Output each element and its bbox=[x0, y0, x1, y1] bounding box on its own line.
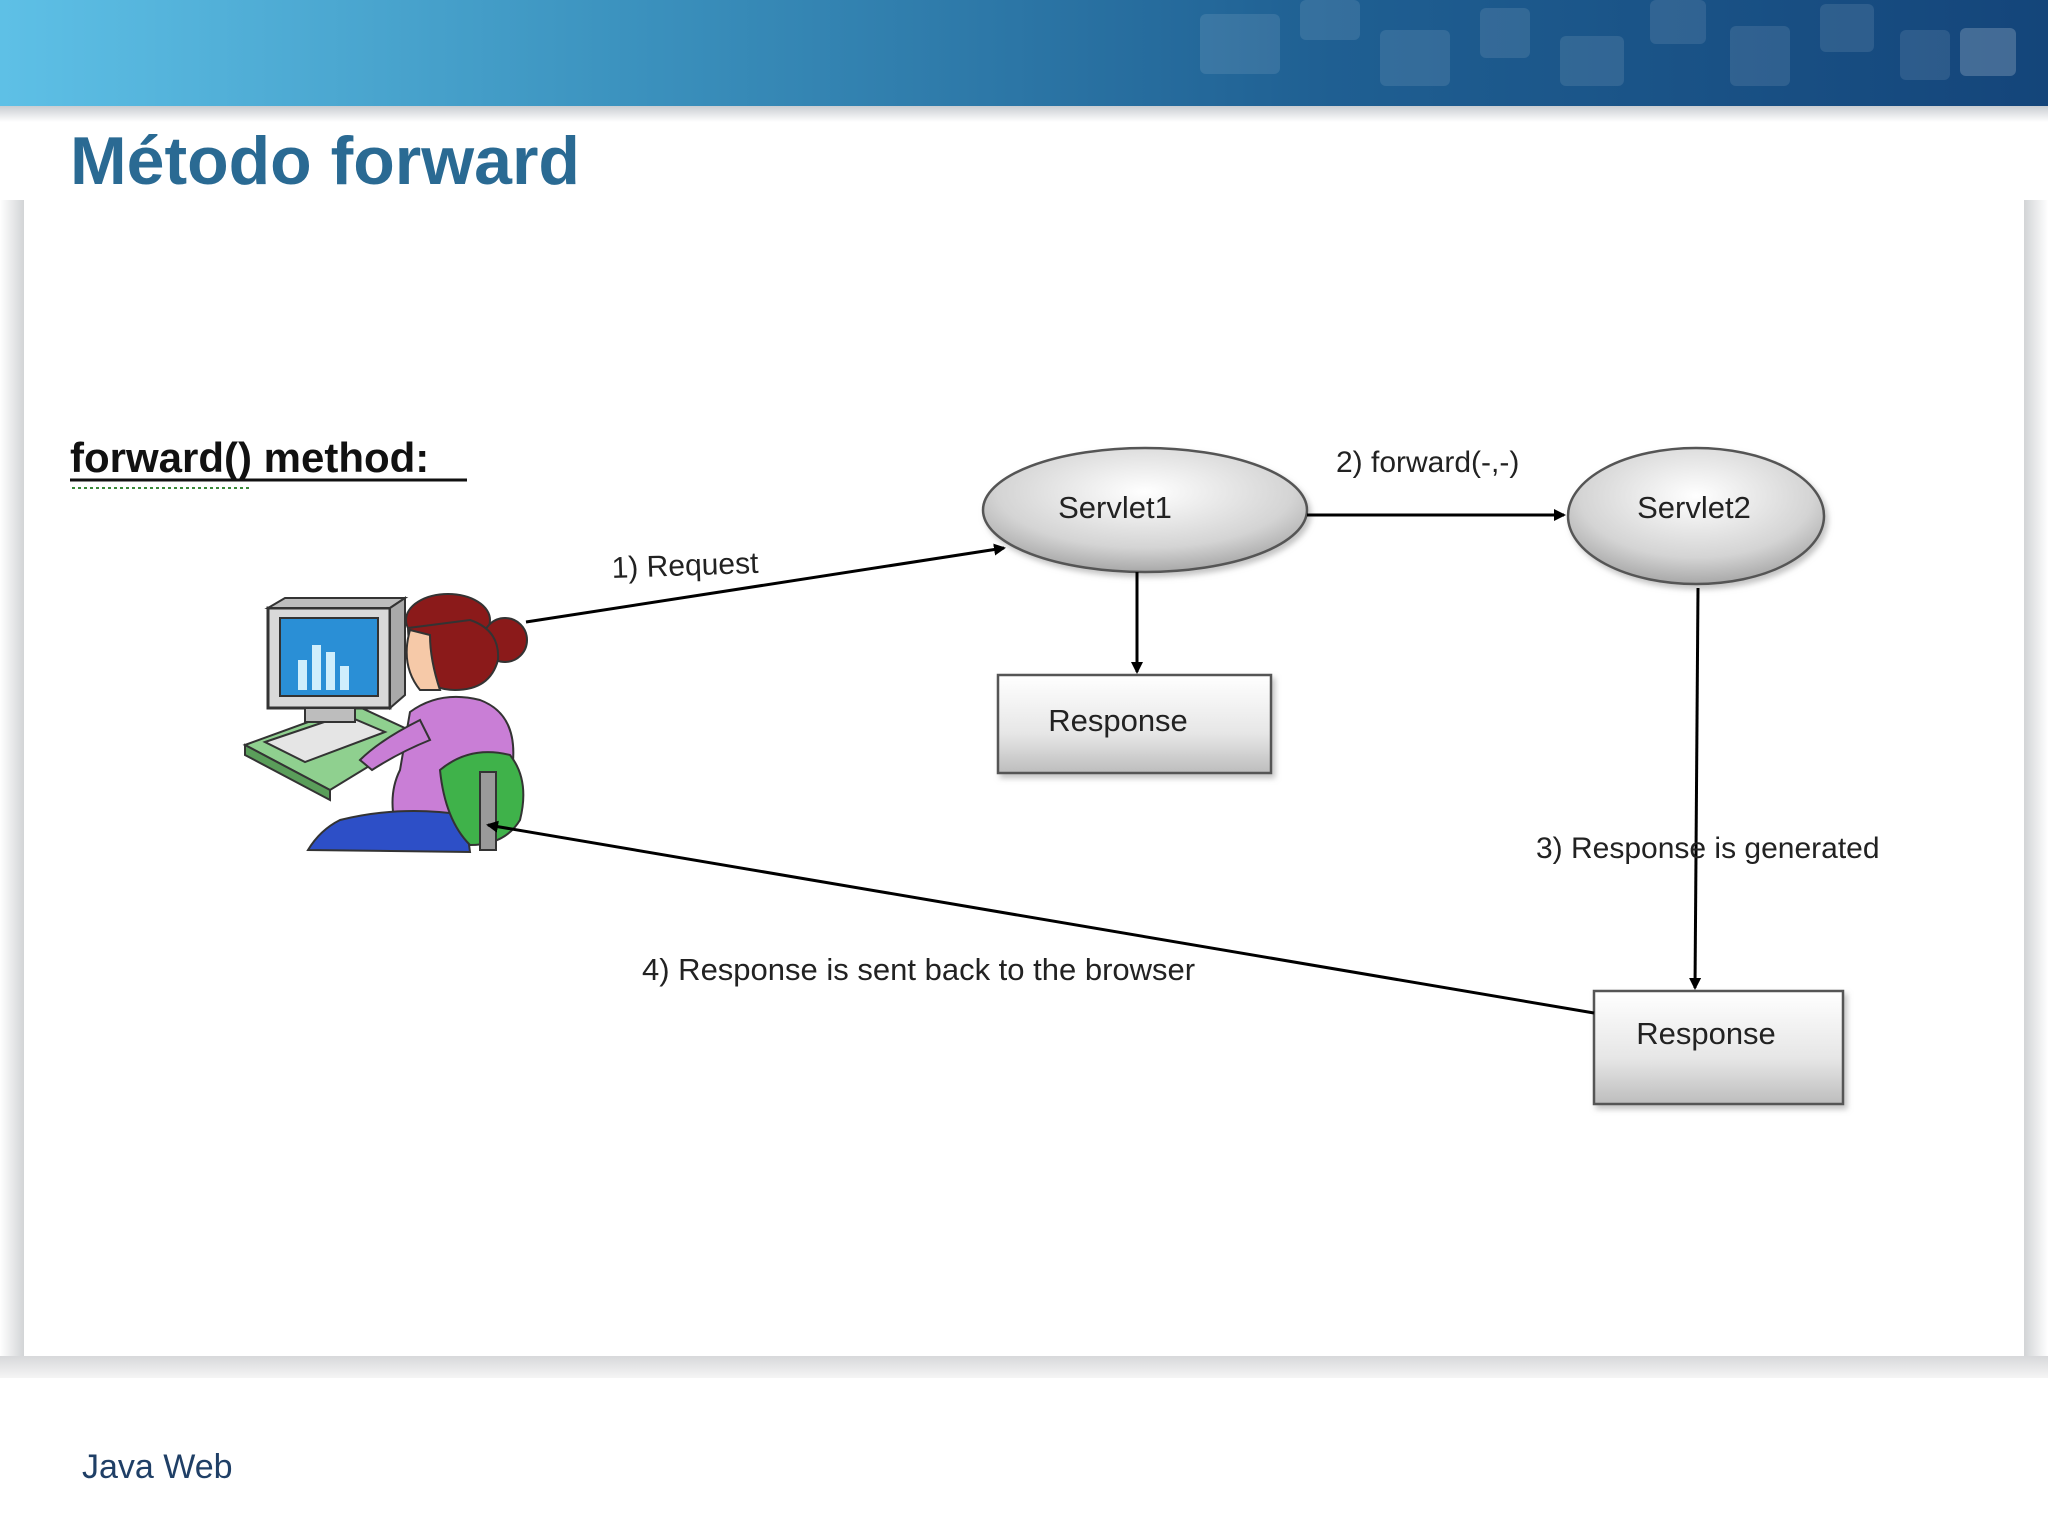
servlet1-node bbox=[981, 446, 1309, 574]
forward-label: 2) forward(-,-) bbox=[1336, 446, 1519, 479]
generated-arrow bbox=[1689, 587, 1702, 990]
servlet2-node bbox=[1566, 446, 1826, 586]
frame-bottom bbox=[0, 1356, 2048, 1378]
servlet2-label: Servlet2 bbox=[1637, 490, 1751, 525]
diagram-heading: forward() method: bbox=[70, 434, 429, 481]
header-band bbox=[0, 0, 2048, 106]
servlet1-label: Servlet1 bbox=[1058, 490, 1172, 525]
response1-label: Response bbox=[1048, 703, 1188, 738]
footer-text: Java Web bbox=[82, 1448, 233, 1486]
response2-node bbox=[1592, 989, 1845, 1106]
sent-back-arrow bbox=[486, 820, 1595, 1015]
frame-right bbox=[2024, 200, 2048, 1360]
header-shadow bbox=[0, 106, 2048, 122]
response2-label: Response bbox=[1636, 1016, 1776, 1051]
frame-left bbox=[0, 200, 24, 1360]
sent-back-label: 4) Response is sent back to the browser bbox=[642, 952, 1195, 987]
generated-label: 3) Response is generated bbox=[1536, 832, 1880, 865]
user-computer-icon bbox=[242, 593, 528, 854]
request-label: 1) Request bbox=[611, 547, 759, 585]
slide-title: Método forward bbox=[70, 123, 580, 199]
request-arrow bbox=[525, 543, 1006, 624]
response1-node bbox=[996, 673, 1273, 775]
